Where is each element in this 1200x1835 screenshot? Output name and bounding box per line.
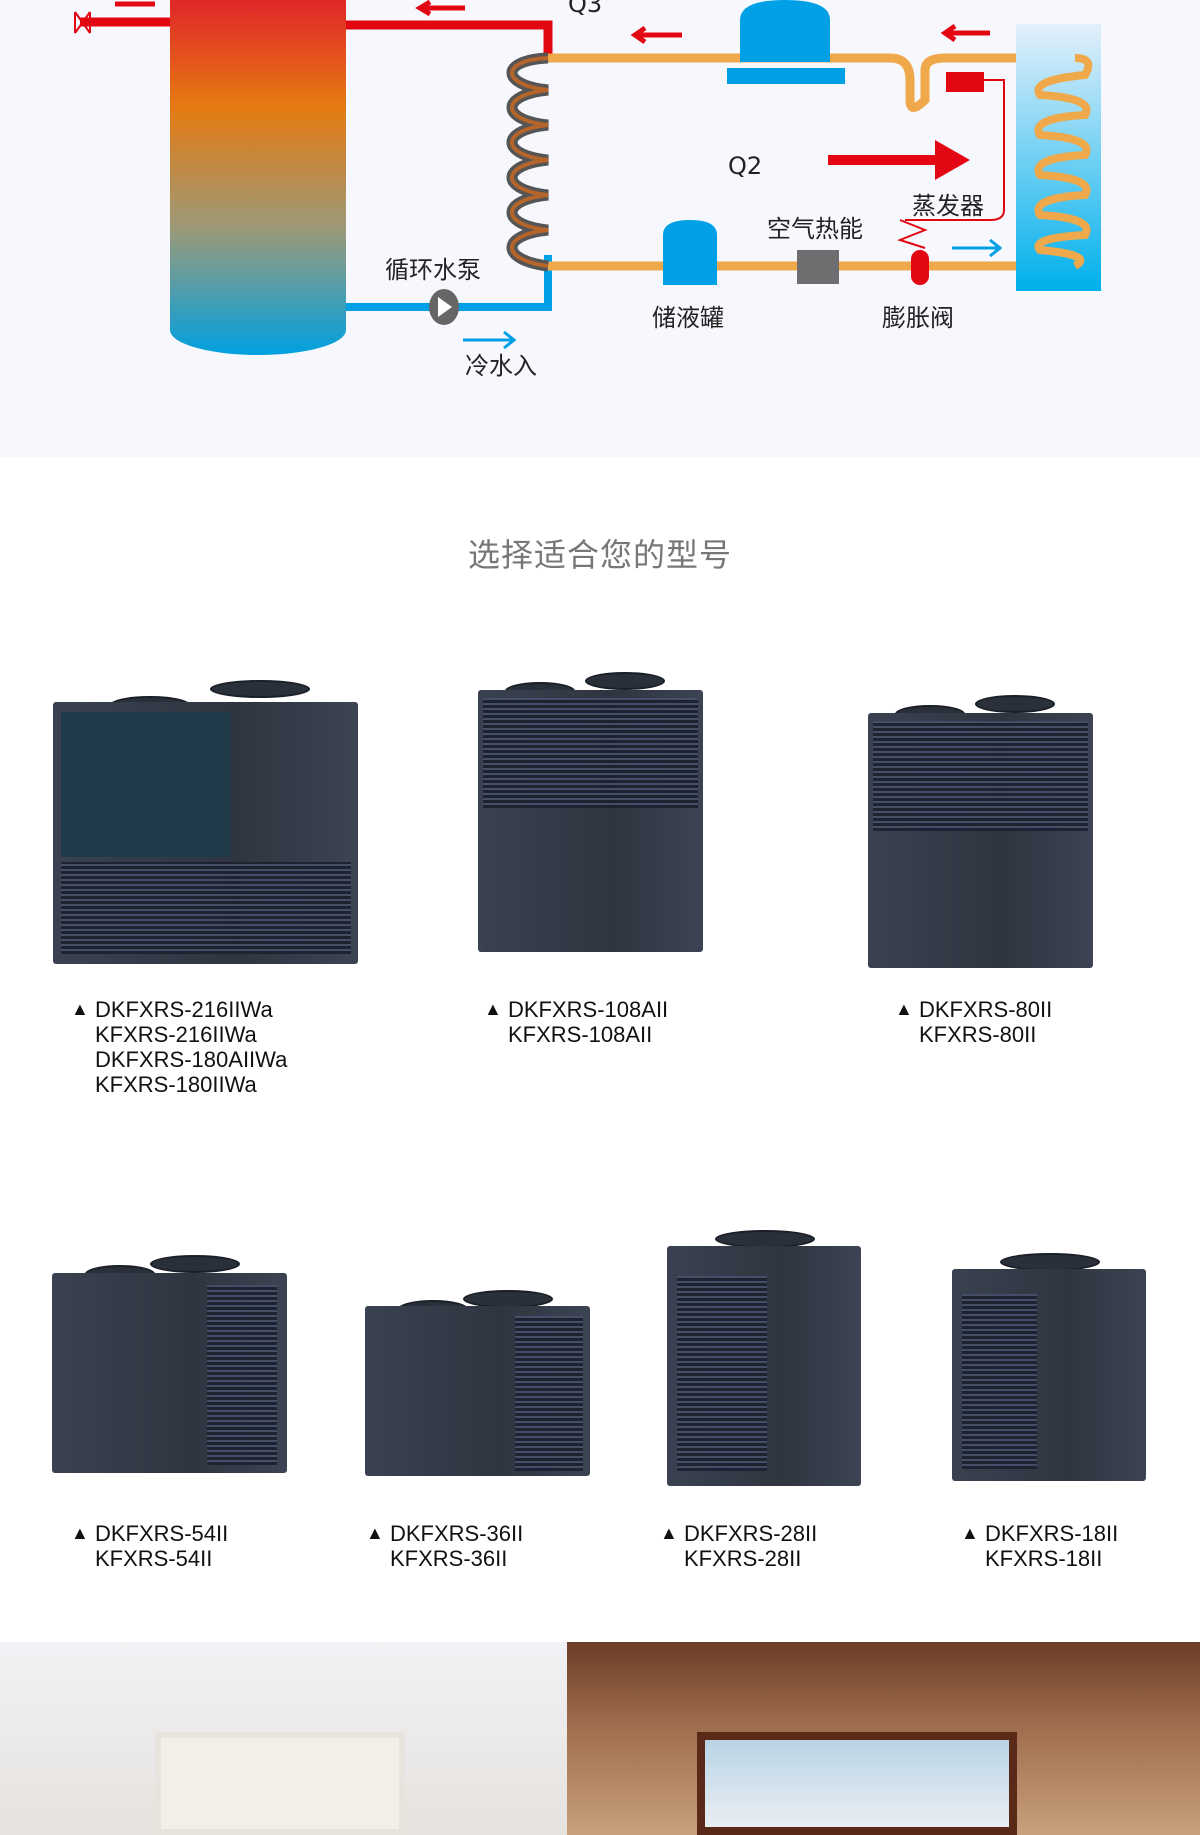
model-name: DKFXRS-108AII: [508, 997, 669, 1022]
triangle-marker-icon: ▲: [660, 1523, 678, 1543]
filter: [797, 250, 839, 284]
window: [697, 1732, 1017, 1835]
product-card[interactable]: [50, 680, 360, 980]
refrigerant-pipe-top: [548, 53, 1075, 112]
label-receiver: 储液罐: [652, 304, 724, 332]
triangle-marker-icon: ▲: [895, 999, 913, 1019]
label-cold-water-in: 冷水入: [465, 352, 537, 380]
product-card[interactable]: [950, 1253, 1150, 1493]
arrow-left-icon: [630, 25, 682, 45]
expansion-valve: [911, 250, 929, 285]
model-name: DKFXRS-36II: [390, 1521, 524, 1546]
label-expansion-valve: 膨胀阀: [882, 304, 954, 332]
model-name: DKFXRS-28II: [684, 1521, 818, 1546]
product-card[interactable]: [865, 695, 1095, 975]
product-models: ▲ DKFXRS-36II KFXRS-36II: [366, 1521, 524, 1571]
model-name: KFXRS-180IIWa: [95, 1072, 257, 1097]
model-name: DKFXRS-54II: [95, 1521, 229, 1546]
arrow-left-icon: [940, 23, 990, 43]
evaporator-coil: [1034, 54, 1093, 270]
triangle-marker-icon: ▲: [71, 999, 89, 1019]
compressor: [740, 0, 830, 62]
triangle-marker-icon: ▲: [484, 999, 502, 1019]
wall-frame: [155, 1732, 405, 1835]
product-card[interactable]: [363, 1290, 593, 1490]
product-card[interactable]: [50, 1255, 290, 1485]
label-air-energy: 空气热能: [767, 215, 863, 243]
model-name: DKFXRS-180AIIWa: [95, 1047, 288, 1072]
model-name: DKFXRS-216IIWa: [95, 997, 273, 1022]
product-card[interactable]: [665, 1230, 865, 1500]
product-models: ▲ DKFXRS-80II KFXRS-80II: [895, 997, 1053, 1047]
cold-water-pipe: [346, 255, 552, 311]
heat-pump-diagram: Q3 Q2 蒸发器 空气热能 循环水泵 储液罐 膨胀阀 冷水入: [0, 0, 1200, 457]
receiver-tank: [663, 220, 717, 285]
label-q2: Q2: [728, 152, 763, 180]
product-models: ▲ DKFXRS-216IIWa KFXRS-216IIWa DKFXRS-18…: [71, 997, 288, 1097]
model-name: KFXRS-80II: [919, 1022, 1037, 1047]
triangle-marker-icon: ▲: [71, 1523, 89, 1543]
model-name: KFXRS-28II: [684, 1546, 802, 1571]
product-models: ▲ DKFXRS-18II KFXRS-18II: [961, 1521, 1119, 1571]
label-evaporator: 蒸发器: [912, 192, 984, 220]
triangle-marker-icon: ▲: [366, 1523, 384, 1543]
model-name: KFXRS-216IIWa: [95, 1022, 257, 1047]
product-card[interactable]: [475, 672, 705, 957]
label-q3: Q3: [568, 0, 603, 18]
room-photo-right: [567, 1642, 1200, 1835]
diagram-graphic: [74, 0, 1101, 355]
valve-icon: [74, 11, 91, 34]
model-name: KFXRS-36II: [390, 1546, 508, 1571]
arrow-right-icon: [952, 238, 1003, 258]
model-name: KFXRS-108AII: [508, 1022, 653, 1047]
hot-water-pipe: [346, 20, 553, 60]
product-models: ▲ DKFXRS-108AII KFXRS-108AII: [484, 997, 669, 1047]
triangle-marker-icon: ▲: [961, 1523, 979, 1543]
model-name: KFXRS-18II: [985, 1546, 1103, 1571]
product-models: ▲ DKFXRS-28II KFXRS-28II: [660, 1521, 818, 1571]
model-name: DKFXRS-80II: [919, 997, 1053, 1022]
hot-water-tank: [170, 0, 346, 355]
section-title: 选择适合您的型号: [467, 536, 732, 574]
arrow-right-icon: [463, 330, 517, 350]
label-pump: 循环水泵: [385, 256, 481, 284]
q2-arrow-icon: [828, 140, 970, 180]
model-name: KFXRS-54II: [95, 1546, 213, 1571]
product-models: ▲ DKFXRS-54II KFXRS-54II: [71, 1521, 229, 1571]
model-name: DKFXRS-18II: [985, 1521, 1119, 1546]
arrow-left-icon: [415, 0, 465, 17]
room-photo-left: [0, 1642, 567, 1835]
